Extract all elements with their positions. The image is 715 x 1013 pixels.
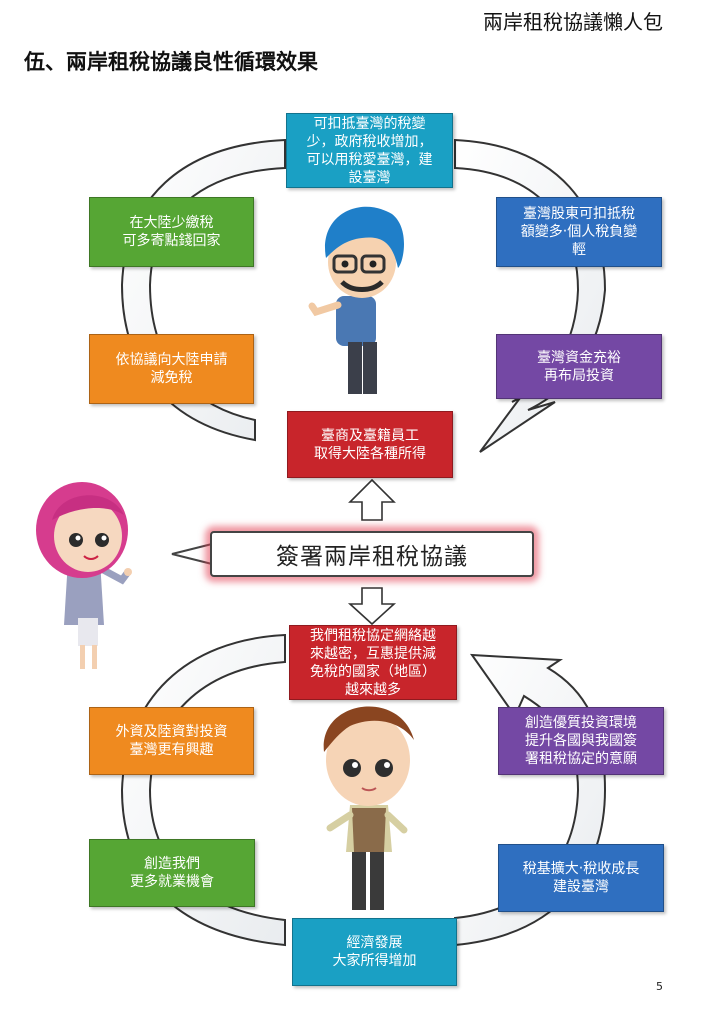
upper-cycle-upper-right-box: 臺灣股東可扣抵稅 額變多‧個人稅負變 輕 <box>496 197 662 267</box>
lower-cycle-bottom-label: 經濟發展 大家所得增加 <box>332 935 417 969</box>
upper-double-arrow <box>348 478 396 521</box>
upper-cycle-lower-right-box: 臺灣資金充裕 再布局投資 <box>496 334 662 399</box>
lower-cycle-top-label: 我們租稅協定網絡越 來越密，互惠提供減 免稅的國家（地區） 越來越多 <box>310 627 436 698</box>
lower-cycle-lower-right-label: 稅基擴大‧稅收成長 建設臺灣 <box>522 861 640 895</box>
businessman-character-icon <box>308 206 404 394</box>
section-title: 伍、兩岸租稅協議良性循環效果 <box>24 50 318 74</box>
upper-cycle-lower-left-box: 依協議向大陸申請 減免稅 <box>89 334 254 404</box>
upper-cycle-lower-right-label: 臺灣資金充裕 再布局投資 <box>537 349 621 384</box>
lower-cycle-lower-left-label: 創造我們 更多就業機會 <box>130 856 214 890</box>
lower-cycle-bottom-box: 經濟發展 大家所得增加 <box>292 918 457 986</box>
upper-cycle-top-label: 可扣抵臺灣的稅變 少，政府稅收增加， 可以用稅愛臺灣，建 設臺灣 <box>306 115 433 186</box>
lower-cycle-lower-left-box: 創造我們 更多就業機會 <box>89 839 255 907</box>
document-title: 兩岸租稅協議懶人包 <box>483 10 663 34</box>
upper-cycle-upper-left-label: 在大陸少繳稅 可多寄點錢回家 <box>122 215 221 249</box>
center-callout-label: 簽署兩岸租稅協議 <box>276 544 468 570</box>
lower-cycle-upper-left-label: 外資及陸資對投資 臺灣更有興趣 <box>115 724 228 758</box>
page-number: 5 <box>656 980 663 993</box>
center-callout-box: 簽署兩岸租稅協議 <box>210 531 534 577</box>
man-character-icon <box>323 706 414 910</box>
woman-character-icon <box>36 482 132 669</box>
callout-pointer <box>171 543 213 565</box>
upper-cycle-upper-right-label: 臺灣股東可扣抵稅 額變多‧個人稅負變 輕 <box>520 206 638 258</box>
upper-cycle-bottom-label: 臺商及臺籍員工 取得大陸各種所得 <box>314 427 426 462</box>
lower-cycle-upper-right-label: 創造優質投資環境 提升各國與我國簽 署租稅協定的意願 <box>525 715 637 767</box>
lower-cycle-top-box: 我們租稅協定網絡越 來越密，互惠提供減 免稅的國家（地區） 越來越多 <box>289 625 457 700</box>
lower-cycle-upper-right-box: 創造優質投資環境 提升各國與我國簽 署租稅協定的意願 <box>498 707 664 775</box>
lower-cycle-lower-right-box: 稅基擴大‧稅收成長 建設臺灣 <box>498 844 664 912</box>
lower-double-arrow <box>347 587 397 626</box>
lower-cycle-upper-left-box: 外資及陸資對投資 臺灣更有興趣 <box>89 707 254 775</box>
upper-cycle-top-box: 可扣抵臺灣的稅變 少，政府稅收增加， 可以用稅愛臺灣，建 設臺灣 <box>286 113 453 188</box>
upper-cycle-lower-left-label: 依協議向大陸申請 減免稅 <box>115 352 228 386</box>
upper-cycle-bottom-box: 臺商及臺籍員工 取得大陸各種所得 <box>287 411 453 478</box>
upper-cycle-upper-left-box: 在大陸少繳稅 可多寄點錢回家 <box>89 197 254 267</box>
